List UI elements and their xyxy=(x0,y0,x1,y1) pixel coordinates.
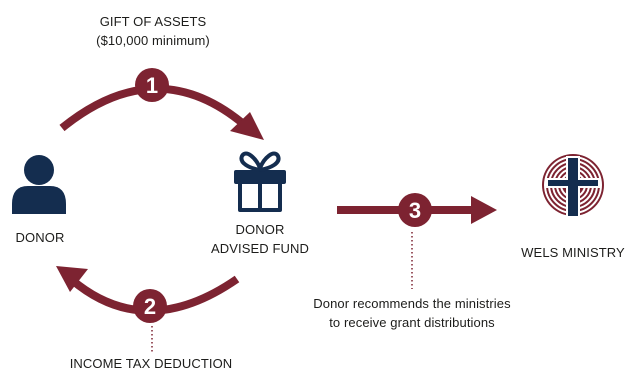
gift-box-icon xyxy=(234,151,286,212)
recommendation-line2: to receive grant distributions xyxy=(329,315,495,330)
step-2-badge: 2 xyxy=(133,289,167,323)
gift-of-assets-subtitle: ($10,000 minimum) xyxy=(96,33,210,48)
recommendation-line1: Donor recommends the ministries xyxy=(313,296,511,311)
fund-label-line1: DONOR xyxy=(235,222,285,237)
income-tax-label: INCOME TAX DEDUCTION xyxy=(69,356,233,371)
step-1-badge: 1 xyxy=(135,68,169,102)
donor-label: DONOR xyxy=(15,230,65,245)
wels-cross-logo xyxy=(542,154,604,218)
gift-of-assets-title: GIFT OF ASSETS xyxy=(99,14,207,29)
step-2-number: 2 xyxy=(144,294,156,319)
ministry-label: WELS MINISTRY xyxy=(521,245,625,260)
fund-label-line2: ADVISED FUND xyxy=(211,241,309,256)
step-1-number: 1 xyxy=(146,73,158,98)
person-icon xyxy=(12,155,66,214)
step-3-badge: 3 xyxy=(398,193,432,227)
step-3-number: 3 xyxy=(409,198,421,223)
